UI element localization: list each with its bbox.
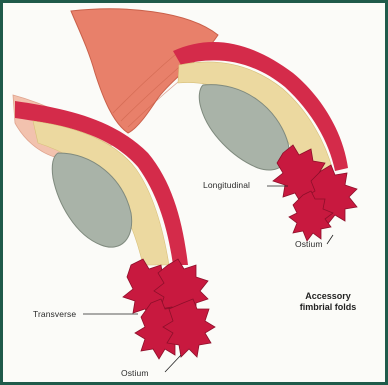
caption-line-2: fimbrial folds	[283, 302, 373, 313]
caption-accessory-fimbrial-folds: Accessory fimbrial folds	[283, 291, 373, 313]
lower-fimbriae	[123, 259, 215, 359]
label-ostium-top: Ostium	[295, 239, 323, 249]
fallopian-tube-illustration	[3, 3, 388, 385]
label-longitudinal: Longitudinal	[203, 180, 250, 190]
caption-line-1: Accessory	[283, 291, 373, 302]
label-ostium-bottom: Ostium	[121, 368, 149, 378]
label-transverse: Transverse	[33, 309, 76, 319]
